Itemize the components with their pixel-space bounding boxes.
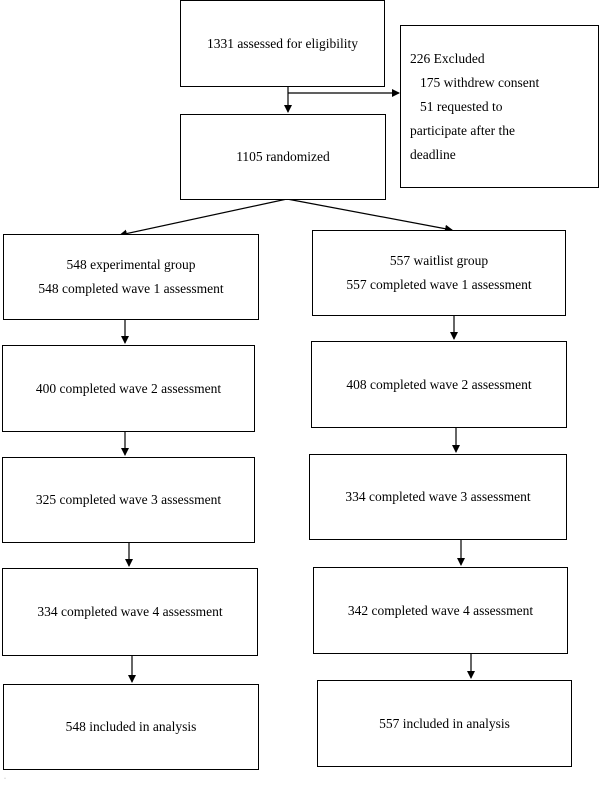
experimental-group-label: 548 experimental group: [66, 257, 196, 272]
assessed-box: 1331 assessed for eligibility: [180, 0, 385, 87]
waitlist-wave4-box: 342 completed wave 4 assessment: [313, 567, 568, 654]
experimental-wave4-label: 334 completed wave 4 assessment: [37, 604, 223, 619]
waitlist-analysis-label: 557 included in analysis: [379, 715, 510, 731]
waitlist-wave2-box: 408 completed wave 2 assessment: [311, 341, 567, 428]
excluded-requested-line1: 51 requested to: [420, 98, 503, 114]
waitlist-wave4-label: 342 completed wave 4 assessment: [347, 602, 534, 618]
excluded-box: 226 Excluded 175 withdrew consent 51 req…: [400, 25, 599, 188]
waitlist-wave2-label: 408 completed wave 2 assessment: [346, 376, 532, 392]
experimental-wave3-box: 325 completed wave 3 assessment: [2, 457, 255, 543]
page-corner-mark: ·: [4, 776, 6, 782]
assessed-label: 1331 assessed for eligibility: [206, 35, 359, 51]
waitlist-wave3-label: 334 completed wave 3 assessment: [345, 489, 531, 504]
excluded-requested-line3: deadline: [410, 146, 456, 162]
randomized-box: 1105 randomized: [180, 114, 386, 200]
randomized-label: 1105 randomized: [236, 149, 330, 164]
waitlist-wave3-box: 334 completed wave 3 assessment: [309, 454, 567, 540]
waitlist-wave1-label: 557 completed wave 1 assessment: [346, 277, 532, 292]
experimental-wave3-label: 325 completed wave 3 assessment: [35, 492, 222, 507]
experimental-wave4-box: 334 completed wave 4 assessment: [2, 568, 258, 656]
experimental-wave2-label: 400 completed wave 2 assessment: [35, 380, 222, 396]
arrow-randomized-to-waitlist: [286, 198, 453, 233]
arrow-randomized-to-experimental: [119, 198, 288, 238]
experimental-wave1-label: 548 completed wave 1 assessment: [38, 281, 224, 296]
experimental-wave2-box: 400 completed wave 2 assessment: [2, 345, 255, 432]
experimental-group-box: 548 experimental group 548 completed wav…: [3, 234, 259, 320]
excluded-withdrew: 175 withdrew consent: [420, 74, 540, 90]
waitlist-group-box: 557 waitlist group 557 completed wave 1 …: [312, 230, 566, 316]
experimental-analysis-box: 548 included in analysis: [3, 684, 259, 770]
waitlist-group-label: 557 waitlist group: [389, 253, 489, 268]
excluded-title: 226 Excluded: [410, 50, 485, 66]
waitlist-analysis-box: 557 included in analysis: [317, 680, 572, 767]
excluded-requested-line2: participate after the: [410, 122, 515, 138]
experimental-analysis-label: 548 included in analysis: [65, 719, 197, 734]
